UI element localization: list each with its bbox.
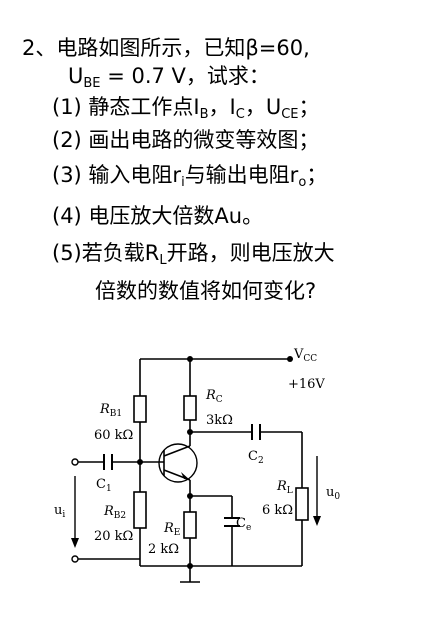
rb1-resistor <box>133 395 147 423</box>
re-value: 2 kΩ <box>148 542 179 557</box>
rb1-value: 60 kΩ <box>94 428 133 443</box>
question-3: (3) 输入电阻ri与输出电阻ro； <box>52 163 328 190</box>
question-5: (5)若负载RL开路，则电压放大 <box>52 241 335 268</box>
supply-voltage: +16V <box>288 377 325 392</box>
given-condition: UBE = 0.7 V，试求： <box>68 64 270 91</box>
transistor-circle <box>158 443 198 483</box>
vcc-label: VCC <box>293 347 317 364</box>
terminals <box>71 458 79 563</box>
rc-value: 3kΩ <box>206 413 233 428</box>
circuit-wires <box>78 358 303 583</box>
capacitors <box>103 424 261 527</box>
question-5-continued: 倍数的数值将如何变化? <box>95 279 317 303</box>
re-label: RE <box>163 521 180 538</box>
re-resistor <box>183 511 197 539</box>
rb2-label: RB2 <box>103 504 126 521</box>
rc-label: RC <box>205 388 223 405</box>
junction-dots <box>137 356 293 569</box>
voltage-arrows <box>74 456 318 542</box>
input-terminal-bottom <box>71 555 79 563</box>
amplifier-circuit-diagram: VCC +16V RB1 60 kΩ RC 3kΩ C2 C1 RL 6 kΩ … <box>54 347 340 583</box>
emitter-arrow <box>181 472 190 480</box>
rl-label: RL <box>276 479 293 496</box>
rl-resistor <box>295 487 309 521</box>
c1-label: C1 <box>96 477 112 494</box>
question-4: (4) 电压放大倍数Au。 <box>52 204 264 228</box>
question-2: (2) 画出电路的微变等效图； <box>52 128 320 152</box>
resistors <box>133 395 309 539</box>
problem-heading: 2、电路如图所示，已知β=60, <box>22 36 310 60</box>
rb1-label: RB1 <box>99 402 122 419</box>
ce-label: Ce <box>236 516 251 533</box>
ui-label: ui <box>54 503 65 520</box>
c2-label: C2 <box>248 449 264 466</box>
component-labels: VCC +16V RB1 60 kΩ RC 3kΩ C2 C1 RL 6 kΩ … <box>54 347 340 557</box>
uo-label: u0 <box>326 485 340 502</box>
rc-resistor <box>183 395 197 421</box>
rb2-value: 20 kΩ <box>94 529 133 544</box>
input-terminal-top <box>71 458 79 466</box>
question-1: (1) 静态工作点IB，IC，UCE； <box>52 95 320 122</box>
rb2-resistor <box>133 491 147 529</box>
rl-value: 6 kΩ <box>262 503 293 518</box>
